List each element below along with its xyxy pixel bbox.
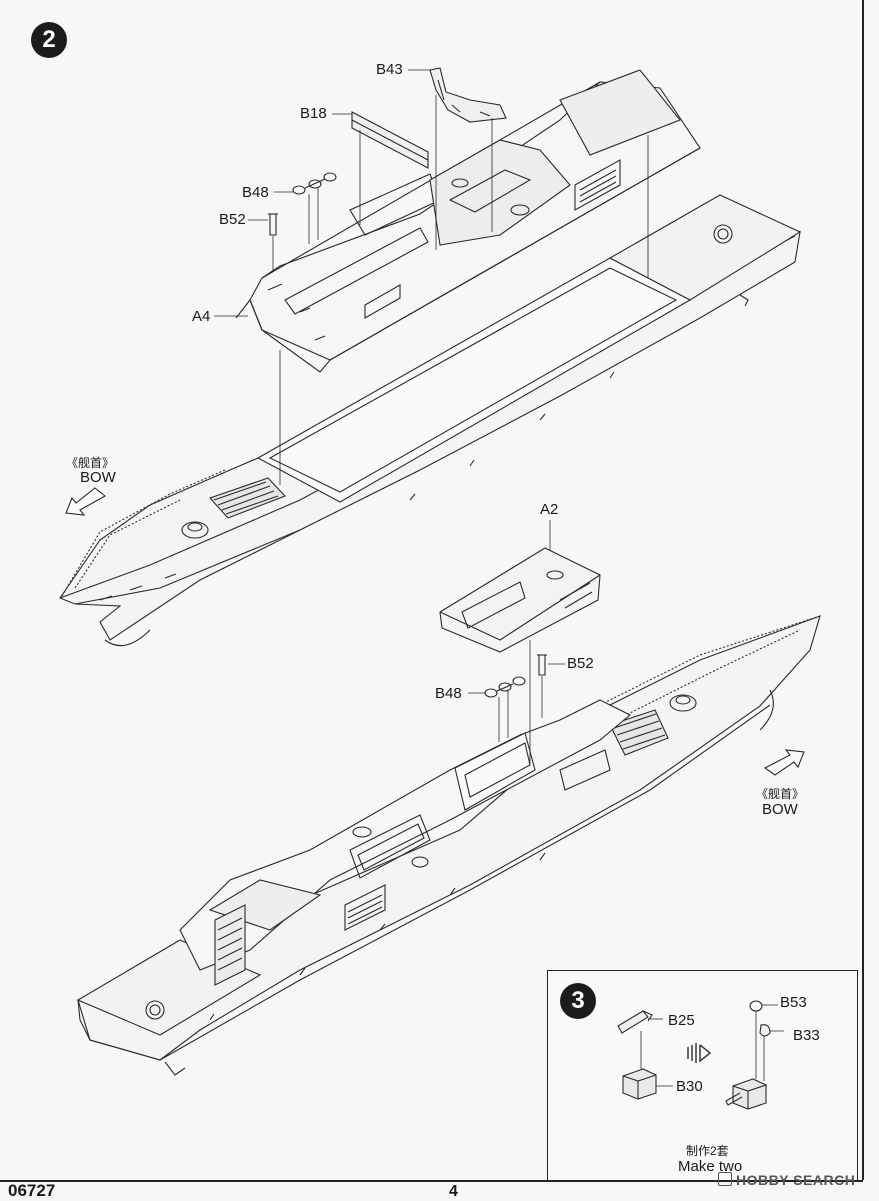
upper-hull [59,194,802,647]
bow-label-en-lower: BOW [762,801,798,818]
part-b52-upper-drawing [268,213,278,236]
page-number: 4 [449,1183,458,1200]
lower-aft-vent-grille [145,1000,165,1020]
part-b52-lower-drawing [537,654,547,676]
label-b52-upper: B52 [219,211,246,228]
label-b18: B18 [300,105,327,122]
label-b53: B53 [780,994,807,1011]
page-border-bottom [0,1180,863,1182]
label-b33: B33 [793,1027,820,1044]
upper-superstructure-a4 [235,69,701,373]
label-b48-upper: B48 [242,184,269,201]
step-3-line-art [617,1000,784,1110]
page-border-right [862,0,864,1180]
step-3-inset: 3 [547,970,858,1181]
label-b25: B25 [668,1012,695,1029]
label-b30: B30 [676,1078,703,1095]
bow-label-en-upper: BOW [80,469,116,486]
lower-guide-lines [468,520,565,765]
label-a2: A2 [540,501,559,518]
part-a2-drawing [439,547,601,653]
process-arrow-icon [687,1043,712,1063]
bow-label-cn-lower: 《舰首》 [756,787,805,801]
lower-superstructure [179,699,631,986]
make-two-en: Make two [678,1158,743,1175]
part-b48-upper-drawing [292,172,337,195]
step-3-badge: 3 [560,983,596,1019]
label-b48-lower: B48 [435,685,462,702]
bow-arrow-icon-lower [763,749,805,776]
watermark-text: HOBBY SEARCH [736,1172,856,1188]
upper-guide-lines [214,69,649,485]
step-3-number: 3 [571,987,585,1014]
product-code: 06727 [8,1181,56,1200]
bow-label-cn-upper: 《舰首》 [66,456,115,470]
label-b52-lower: B52 [567,655,594,672]
step-2-number: 2 [42,26,56,53]
assembled-turret-drawing [725,1000,784,1110]
label-a4: A4 [192,308,211,325]
watermark: HOBBY SEARCH [718,1172,855,1188]
bow-arrow-icon [65,487,106,516]
part-b30-drawing [622,1068,657,1100]
step-2-badge: 2 [31,22,67,58]
part-b18-drawing [351,111,429,169]
part-b48-lower-drawing [484,676,526,698]
aft-vent-grille [713,224,733,244]
label-b43: B43 [376,61,403,78]
part-b25-drawing [617,1010,653,1034]
make-two-cn: 制作2套 [686,1144,729,1158]
hobbysearch-logo-icon [718,1172,732,1186]
part-b43-drawing [429,67,507,123]
